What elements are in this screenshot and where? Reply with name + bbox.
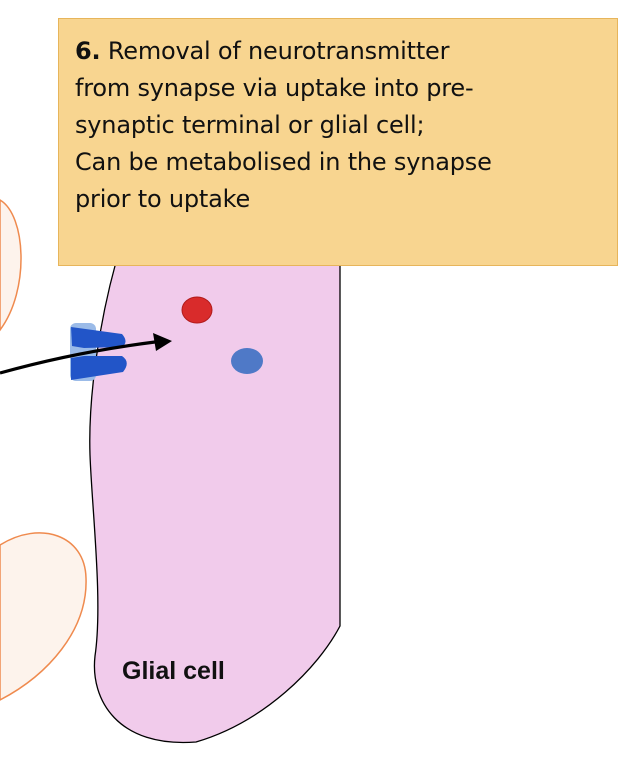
glial-cell-label: Glial cell xyxy=(122,657,225,685)
glial-cell-body xyxy=(89,261,341,744)
uptake-arrow xyxy=(0,333,172,375)
upper-neuron-outline xyxy=(0,199,22,332)
caption-line-1: 6. Removal of neurotransmitter xyxy=(75,33,603,70)
red-molecule xyxy=(181,296,213,324)
step-6-caption-box: 6. Removal of neurotransmitter from syna… xyxy=(58,18,618,266)
uptake-transporter-icon xyxy=(70,323,127,381)
caption-line-1-text: Removal of neurotransmitter xyxy=(100,37,450,65)
caption-line-4: Can be metabolised in the synapse xyxy=(75,148,492,176)
blue-molecule xyxy=(231,348,263,374)
lower-neuron-outline xyxy=(0,532,87,701)
step-number: 6. xyxy=(75,37,101,65)
caption-line-2: from synapse via uptake into pre- xyxy=(75,74,474,102)
caption-line-3: synaptic terminal or glial cell; xyxy=(75,111,425,139)
caption-line-5: prior to uptake xyxy=(75,185,251,213)
